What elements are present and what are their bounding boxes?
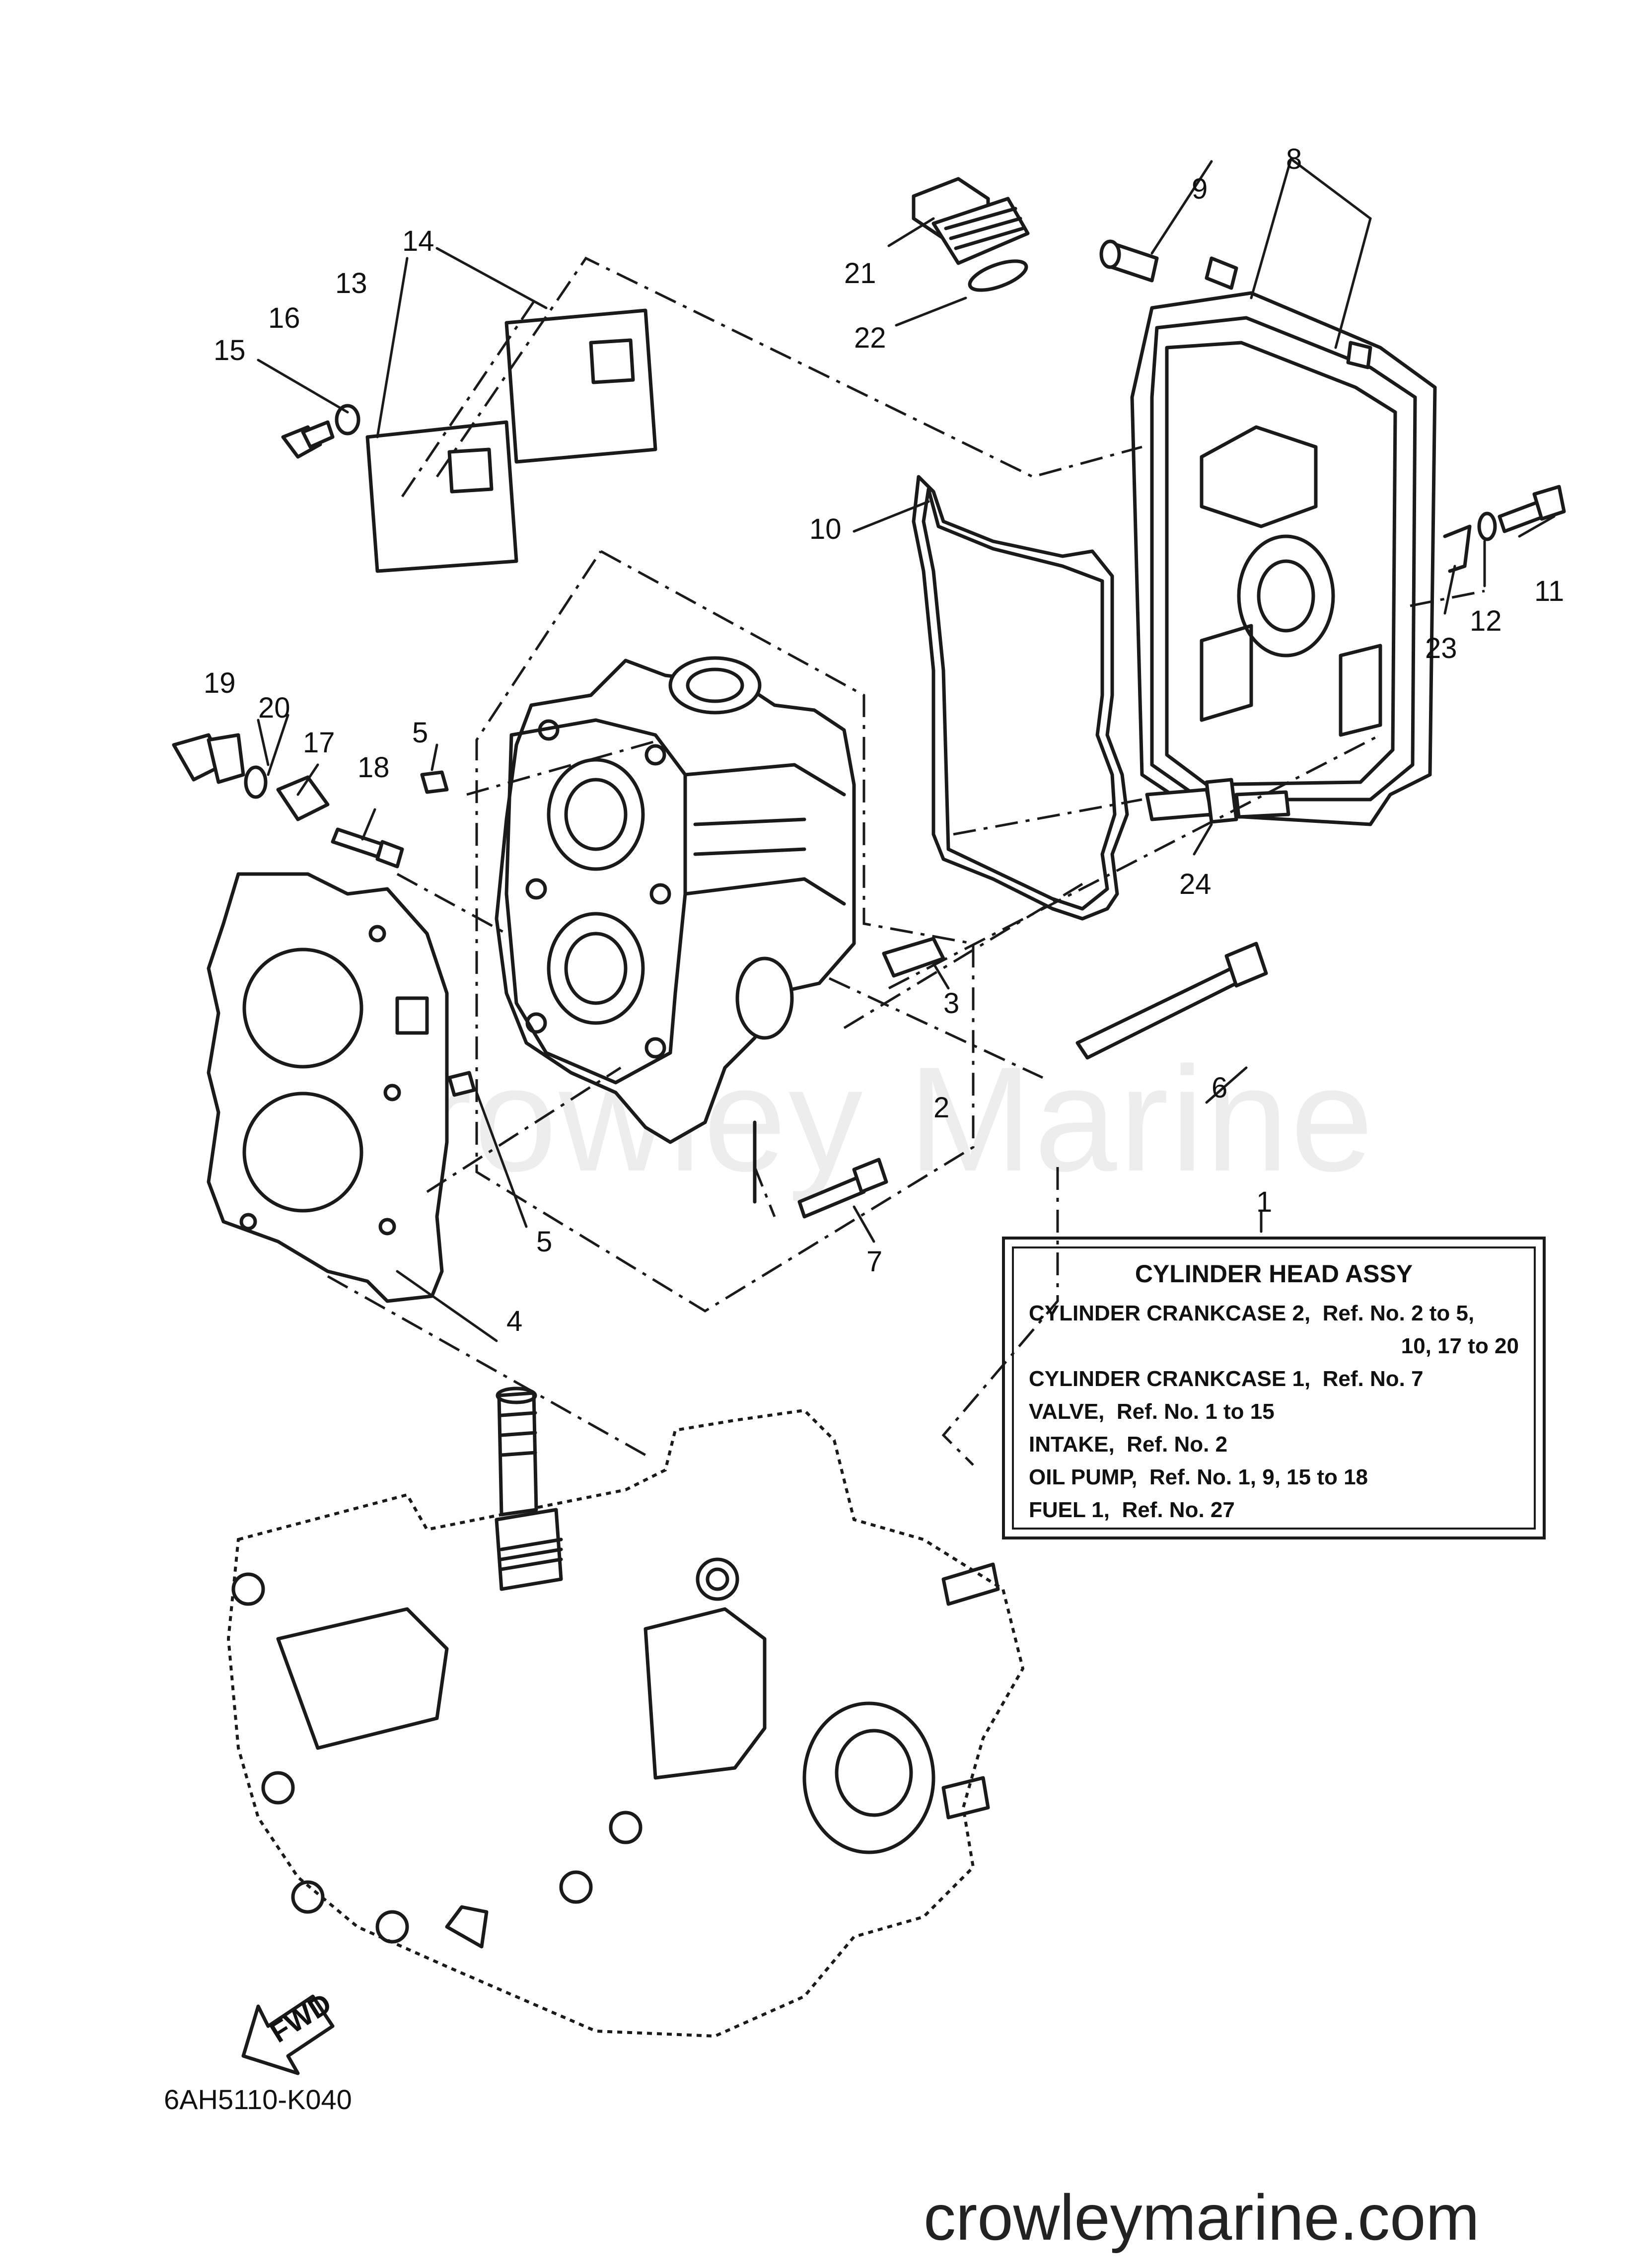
callout-15: 15 bbox=[214, 334, 246, 366]
legend-line: CYLINDER CRANKCASE 2, Ref. No. 2 to 5, bbox=[1029, 1301, 1475, 1325]
head-gasket bbox=[207, 872, 449, 1303]
callout-5b: 5 bbox=[536, 1226, 552, 1258]
cylinder-head bbox=[495, 656, 856, 1144]
callout-17: 17 bbox=[303, 727, 335, 759]
head-cover-gasket bbox=[912, 475, 1129, 921]
leader-lines bbox=[257, 157, 1556, 1466]
callout-10: 10 bbox=[809, 513, 842, 545]
legend-title: CYLINDER HEAD ASSY bbox=[1135, 1260, 1413, 1288]
legend-line: INTAKE, Ref. No. 2 bbox=[1029, 1432, 1228, 1457]
legend-line: 10, 17 to 20 bbox=[1401, 1334, 1519, 1358]
legend-line: OIL PUMP, Ref. No. 1, 9, 15 to 18 bbox=[1029, 1465, 1368, 1489]
callout-6: 6 bbox=[1212, 1072, 1227, 1104]
callout-20: 20 bbox=[258, 692, 290, 724]
fwd-arrow-icon bbox=[241, 1994, 335, 2075]
crankcase-block bbox=[226, 1387, 1025, 2038]
callout-2: 2 bbox=[933, 1092, 949, 1124]
callout-5a: 5 bbox=[412, 717, 428, 749]
callout-18: 18 bbox=[357, 751, 390, 784]
callout-23: 23 bbox=[1425, 632, 1457, 664]
callout-3: 3 bbox=[943, 987, 959, 1020]
callout-21: 21 bbox=[844, 257, 876, 290]
callout-13: 13 bbox=[335, 267, 367, 299]
filler-plug bbox=[912, 177, 1030, 292]
fasteners bbox=[172, 404, 1566, 1219]
callout-24: 24 bbox=[1179, 868, 1212, 900]
callout-16: 16 bbox=[268, 302, 300, 334]
legend-line: CYLINDER CRANKCASE 1, Ref. No. 7 bbox=[1029, 1367, 1424, 1391]
callout-11: 11 bbox=[1534, 575, 1564, 607]
legend-line: FUEL 1, Ref. No. 27 bbox=[1029, 1498, 1235, 1522]
parts-legend-box: CYLINDER HEAD ASSY CYLINDER CRANKCASE 2,… bbox=[1002, 1237, 1546, 1539]
callout-4: 4 bbox=[506, 1305, 522, 1337]
callout-8: 8 bbox=[1286, 143, 1302, 175]
cylinder-head-cover bbox=[1130, 291, 1437, 826]
site-url: crowleymarine.com bbox=[924, 2181, 1480, 2254]
callout-1: 1 bbox=[1256, 1186, 1272, 1218]
assembly-boundary bbox=[475, 550, 975, 1313]
anode-cover-plates bbox=[365, 308, 657, 573]
callout-14: 14 bbox=[402, 225, 434, 257]
drawing-code: 6AH5110-K040 bbox=[164, 2084, 352, 2115]
legend-line: VALVE, Ref. No. 1 to 15 bbox=[1029, 1399, 1275, 1424]
watermark: Crowley Marine bbox=[313, 1035, 1375, 1202]
callout-7: 7 bbox=[866, 1245, 882, 1278]
callout-9: 9 bbox=[1192, 173, 1208, 205]
callout-12: 12 bbox=[1470, 605, 1502, 637]
callout-19: 19 bbox=[204, 667, 236, 699]
callout-22: 22 bbox=[854, 322, 886, 354]
parts-legend-inner: CYLINDER HEAD ASSY CYLINDER CRANKCASE 2,… bbox=[1012, 1246, 1536, 1530]
hose-nipple bbox=[1099, 239, 1372, 369]
callout-numbers: 1 2 3 4 5 5 6 7 8 9 10 11 12 13 14 15 16… bbox=[204, 143, 1564, 1337]
